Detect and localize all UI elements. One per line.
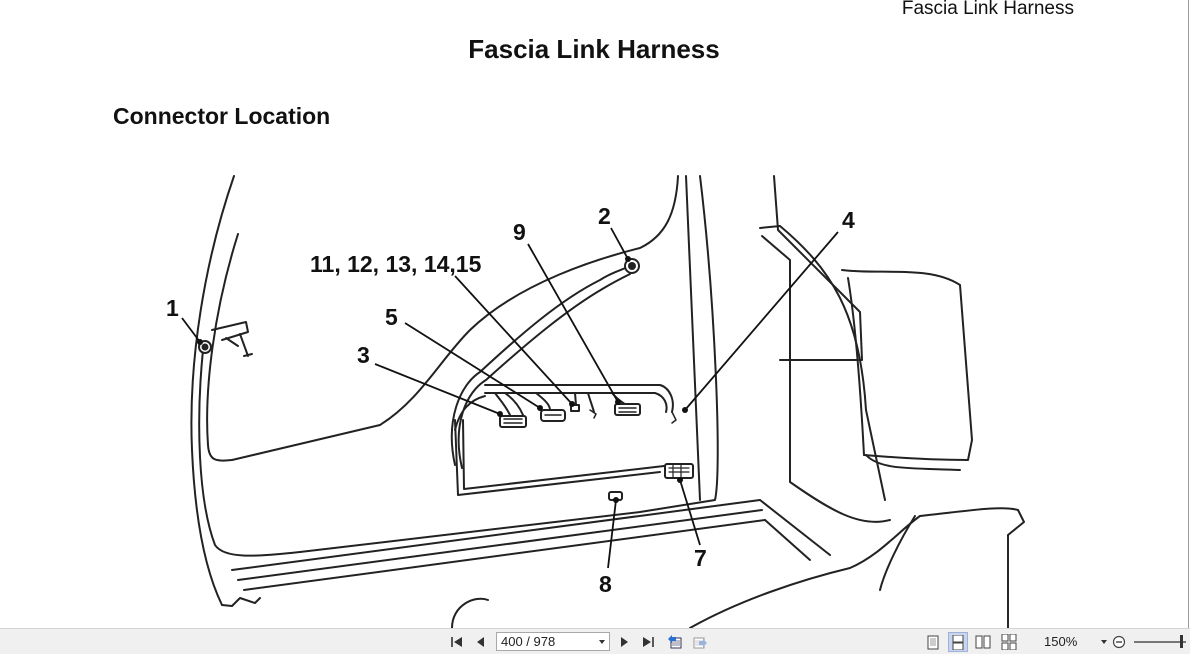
- leader-line-7: [679, 479, 701, 546]
- pdf-navigation-toolbar: 400 / 978 150%: [0, 628, 1190, 654]
- last-page-icon[interactable]: [639, 633, 657, 651]
- seat-panel-line-2: [847, 277, 865, 456]
- callout-8: 8: [599, 571, 612, 597]
- chevron-down-icon: [599, 640, 605, 644]
- a-pillar-inner-line: [206, 233, 239, 462]
- leader-line-2: [610, 227, 629, 260]
- connector-4-shape: [671, 411, 677, 424]
- connector-location-diagram: 1 2 3 4 5 7 8 9 11, 12, 13, 14,15: [166, 175, 1025, 628]
- next-page-icon[interactable]: [615, 633, 633, 651]
- zoom-out-icon[interactable]: [1110, 633, 1128, 651]
- seat-base-line: [865, 454, 961, 471]
- floor-line-2: [879, 515, 916, 591]
- panel-outer-line: [299, 175, 719, 553]
- zoom-dropdown-icon[interactable]: [1101, 640, 1107, 644]
- a-pillar-foot-line: [221, 597, 261, 607]
- harness-lower-run: [454, 419, 661, 496]
- continuous-facing-icon[interactable]: [1000, 633, 1018, 651]
- continuous-page-icon[interactable]: [948, 632, 968, 652]
- harness-crossbar-2: [484, 392, 668, 413]
- bracket-1: [211, 321, 249, 341]
- leader-line-4: [684, 231, 839, 411]
- harness-upper-run-2: [457, 273, 631, 469]
- section-heading: Connector Location: [113, 103, 331, 129]
- running-header: Fascia Link Harness: [901, 0, 1074, 19]
- zoom-slider-handle[interactable]: [1180, 635, 1183, 648]
- page-number-field[interactable]: 400 / 978: [496, 632, 610, 651]
- floor-line: [689, 507, 1019, 628]
- page-indicator: 400 / 978: [501, 634, 556, 649]
- callout-1: 1: [166, 295, 179, 321]
- leader-line-3: [374, 363, 501, 415]
- callout-9: 9: [513, 219, 526, 245]
- first-page-icon[interactable]: [448, 633, 466, 651]
- zoom-slider-track[interactable]: [1134, 641, 1186, 643]
- harness-cross-run: [454, 395, 486, 431]
- facing-pages-icon[interactable]: [974, 633, 992, 651]
- connector-3-shape: [499, 415, 527, 428]
- pillar-panel-line: [759, 225, 886, 501]
- next-view-icon[interactable]: [691, 633, 709, 651]
- seat-panel-line: [841, 269, 973, 461]
- pillar-edge-line: [773, 175, 863, 361]
- harness-crossbar: [484, 384, 674, 413]
- bracket-1-rod: [225, 333, 253, 357]
- pdf-page: Fascia Link Harness Fascia Link Harness …: [113, 0, 1189, 628]
- callout-7: 7: [694, 545, 707, 571]
- page-edge: [1188, 0, 1189, 628]
- pillar-panel-line-2: [761, 235, 891, 523]
- panel-upper-line: [685, 175, 701, 501]
- leader-line-1: [181, 317, 201, 343]
- previous-page-icon[interactable]: [472, 633, 490, 651]
- connector-7-shape: [664, 463, 694, 479]
- callout-4: 4: [842, 207, 855, 233]
- previous-view-icon[interactable]: [666, 633, 684, 651]
- a-pillar-outer-line: [190, 175, 235, 606]
- callout-11-15: 11, 12, 13, 14,15: [310, 251, 482, 277]
- callout-5: 5: [385, 304, 398, 330]
- sill-line-3: [243, 519, 766, 591]
- leader-line-9: [527, 243, 619, 403]
- knob-outline: [451, 597, 489, 628]
- leader-line-11: [454, 275, 573, 405]
- zoom-level[interactable]: 150%: [1044, 634, 1078, 649]
- page-title: Fascia Link Harness: [468, 34, 720, 64]
- sill-line-2: [237, 509, 763, 581]
- floor-line-3: [1007, 509, 1025, 536]
- connector-11-shape: [570, 404, 580, 412]
- panel-inner-line: [231, 175, 679, 461]
- sill-line-4: [759, 499, 831, 556]
- sill-line-1: [231, 499, 761, 571]
- leader-line-5: [404, 322, 541, 409]
- leader-line-8: [607, 499, 617, 569]
- a-pillar-edge-line: [198, 349, 301, 557]
- sill-line-5: [764, 519, 811, 561]
- single-page-icon[interactable]: [924, 633, 942, 651]
- connector-9-shape: [614, 403, 641, 416]
- harness-lower-run-2: [462, 419, 665, 490]
- callout-2: 2: [598, 203, 611, 229]
- harness-upper-run: [450, 265, 631, 466]
- callout-3: 3: [357, 342, 370, 368]
